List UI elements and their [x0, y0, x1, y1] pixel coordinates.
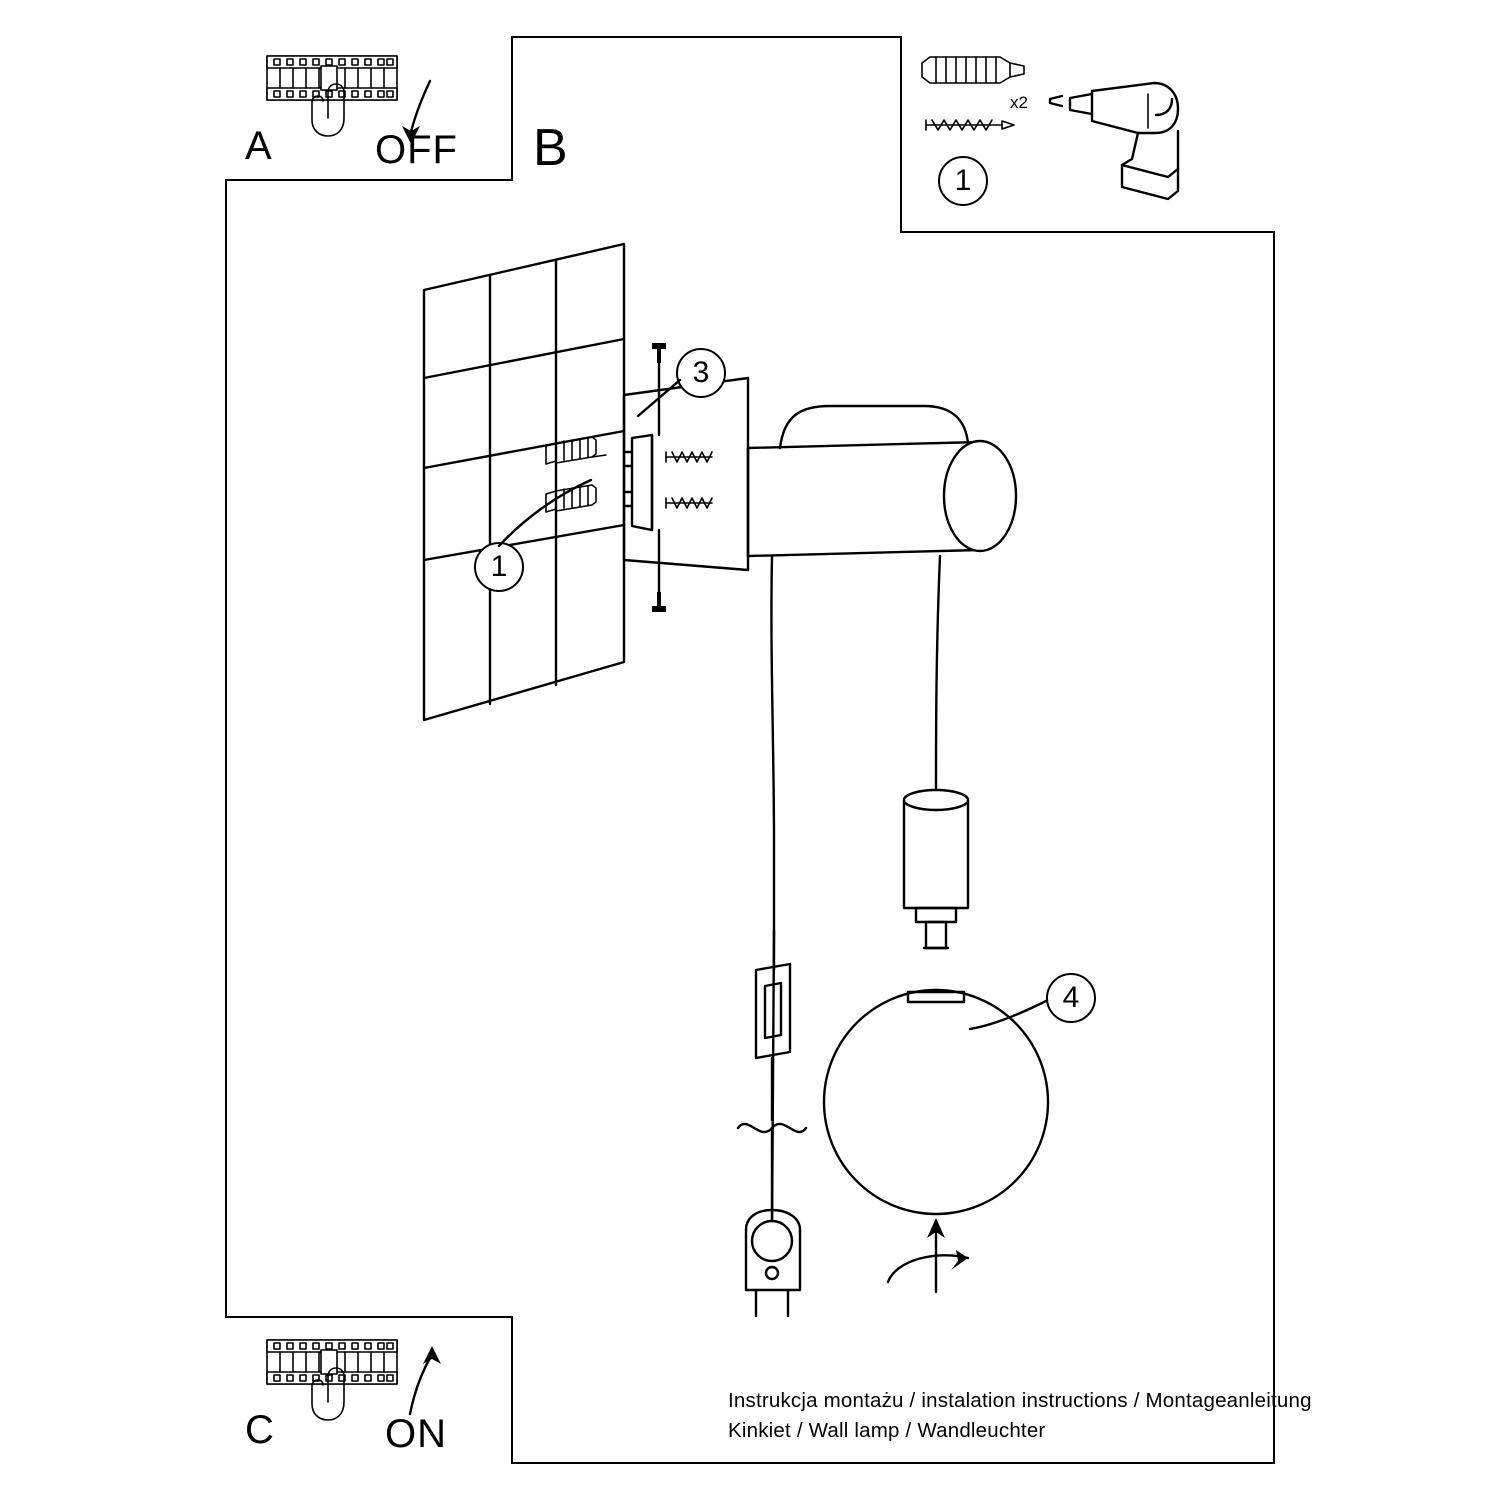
wall-plug-icon	[921, 56, 1025, 84]
power-plug	[744, 1208, 802, 1318]
screw-icon	[925, 119, 1015, 131]
bulb-holder	[902, 554, 970, 950]
parts-illustration: x2	[921, 56, 1180, 201]
callout-4-label: 4	[1062, 981, 1080, 1014]
glass-globe	[822, 988, 1050, 1216]
step-c-action-text: ON	[385, 1412, 447, 1456]
step-b-label: B	[533, 119, 568, 177]
parts-panel: x2 1	[900, 36, 1275, 233]
wall-lamp-assembly-illustration	[422, 242, 1050, 1318]
callout-1-parts: 1	[938, 156, 988, 206]
step-a-action-text: OFF	[375, 128, 458, 172]
footer-line-1: Instrukcja montażu / instalation instruc…	[728, 1389, 1312, 1412]
callout-3-leader-line	[636, 378, 682, 418]
insert-rotate-arrow	[886, 1218, 970, 1294]
callout-3: 3	[676, 348, 726, 398]
step-panel-c: C ON	[225, 1316, 513, 1464]
footer-text: Instrukcja montażu / instalation instruc…	[728, 1386, 1312, 1445]
callout-1-wall-label: 1	[490, 550, 508, 583]
callout-1-wall: 1	[474, 542, 524, 592]
power-drill-icon	[1048, 81, 1180, 201]
step-c-label: C	[245, 1408, 274, 1452]
callout-1-parts-label: 1	[954, 164, 972, 197]
parts-quantity-label: x2	[1010, 93, 1028, 112]
footer-line-2: Kinkiet / Wall lamp / Wandleuchter	[728, 1418, 1046, 1442]
callout-1-leader-line	[497, 478, 593, 548]
callout-4-leader-line	[968, 999, 1048, 1031]
callout-4: 4	[1046, 973, 1096, 1023]
step-a-label: A	[245, 124, 272, 168]
page-frame	[225, 36, 1275, 1464]
inline-switch	[754, 838, 792, 1122]
callout-3-label: 3	[692, 356, 710, 389]
lamp-cylinder-head	[746, 404, 1018, 558]
breaker-off-illustration	[266, 55, 432, 144]
step-panel-a: A OFF	[225, 36, 513, 181]
cable-break-symbol	[736, 1122, 808, 1232]
breaker-on-illustration	[266, 1339, 441, 1421]
